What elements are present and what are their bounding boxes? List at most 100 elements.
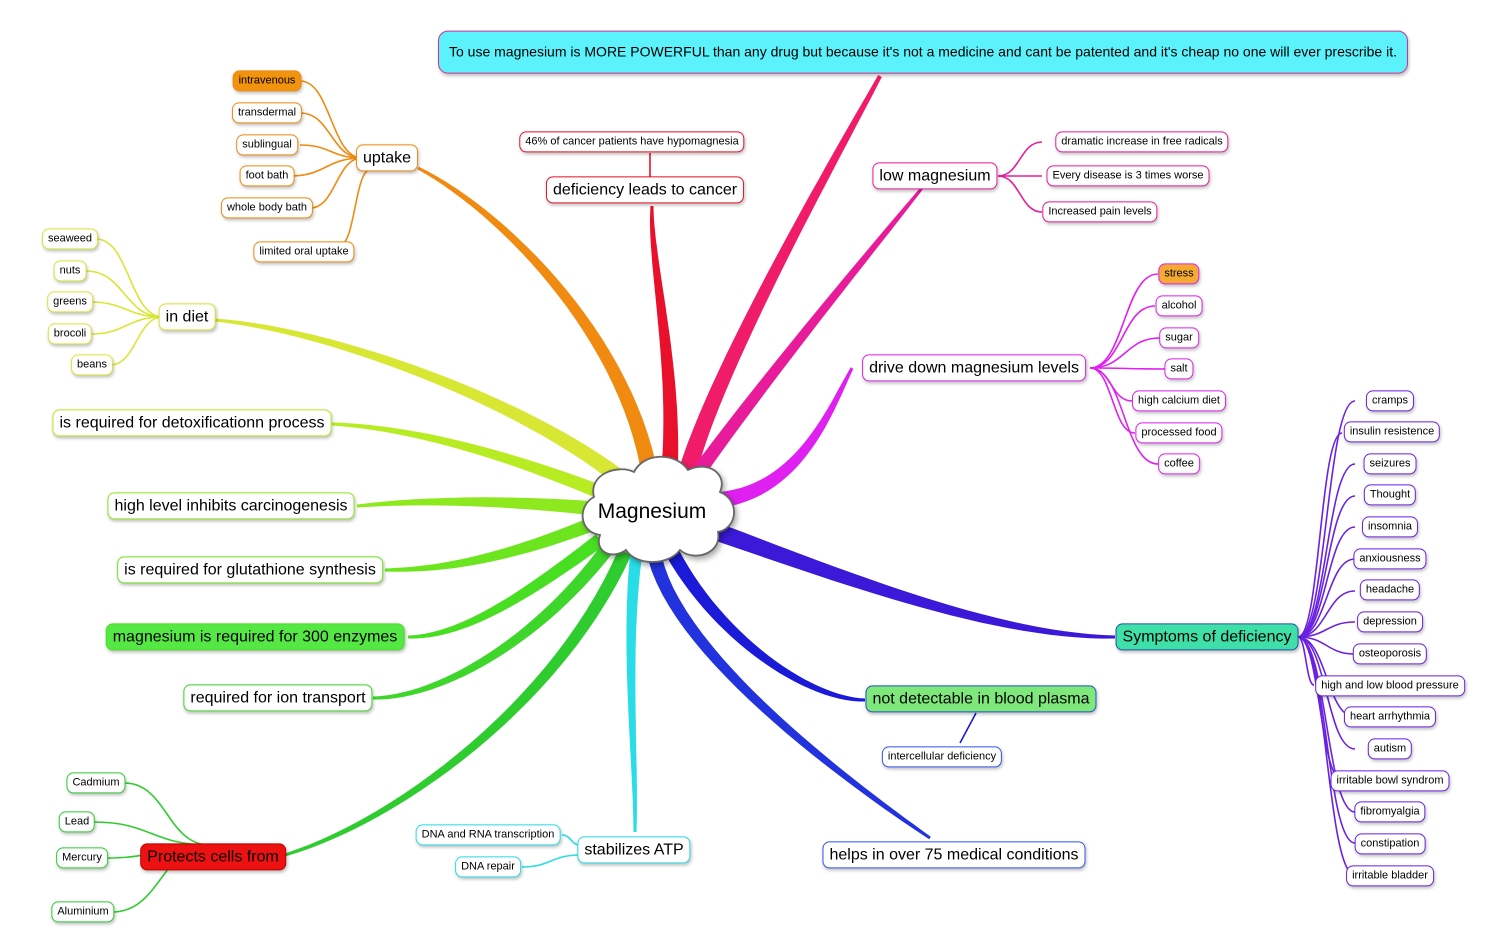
symptom-item-cramps[interactable]: cramps [1365,390,1415,412]
uptake-item-transdermal[interactable]: transdermal [231,102,303,124]
drive-item-salt[interactable]: salt [1164,358,1194,380]
node-300-enzymes[interactable]: magnesium is required for 300 enzymes [105,623,405,651]
connector-low-2 [997,175,1043,213]
connector-symptom-4 [1297,526,1356,638]
low-item-free-radicals[interactable]: dramatic increase in free radicals [1055,131,1229,153]
connector-symptom-9 [1297,636,1315,686]
connector-uptake-0 [299,80,363,159]
symptom-item-heart-arrhythmia[interactable]: heart arrhythmia [1343,706,1437,728]
connector-symptom-5 [1297,558,1356,638]
connector-diet-1 [85,270,164,318]
protects-item-lead[interactable]: Lead [58,811,96,833]
connector-symptom-0 [1297,400,1356,638]
uptake-item-intravenous[interactable]: intravenous [232,70,302,92]
node-glutathione-synthesis[interactable]: is required for glutathione synthesis [117,556,383,584]
protects-item-cadmium[interactable]: Cadmium [66,772,126,794]
drive-item-stress[interactable]: stress [1158,263,1200,285]
node-75-medical-conditions[interactable]: helps in over 75 medical conditions [822,841,1086,869]
symptom-item-depression[interactable]: depression [1357,611,1423,633]
node-detoxification[interactable]: is required for detoxificationn process [52,409,332,437]
diet-item-greens[interactable]: greens [47,291,93,313]
uptake-item-sublingual[interactable]: sublingual [236,134,298,156]
branch-plasma [665,548,865,702]
low-item-disease-3-times-worse[interactable]: Every disease is 3 times worse [1046,165,1210,187]
connector-diet-0 [95,238,164,318]
symptom-item-insulin-resistence[interactable]: insulin resistence [1343,421,1441,443]
branch-diet [214,318,625,485]
node-low-magnesium[interactable]: low magnesium [872,162,998,190]
branch-cancer [650,205,679,463]
drive-item-high-calcium-diet[interactable]: high calcium diet [1132,390,1226,412]
connector-uptake-4 [309,157,363,209]
branch-carcinogenesis [356,497,591,515]
symptom-item-anxiousness[interactable]: anxiousness [1353,548,1427,570]
connector-plasma-0 [959,712,977,744]
connector-symptom-8 [1297,636,1356,655]
node-protects-cells-from[interactable]: Protects cells from [140,843,286,871]
branch-low [694,187,924,475]
symptom-item-constipation[interactable]: constipation [1354,833,1426,855]
connector-symptom-6 [1297,590,1356,638]
diet-item-beans[interactable]: beans [71,354,113,376]
symptom-item-autism[interactable]: autism [1367,738,1413,760]
connector-symptom-7 [1297,621,1356,638]
uptake-item-foot-bath[interactable]: foot bath [239,165,295,187]
atp-item-dna-rna-transcription[interactable]: DNA and RNA transcription [415,824,561,846]
low-item-increased-pain-levels[interactable]: Increased pain levels [1042,201,1158,223]
connector-drive-6 [1089,367,1159,465]
connector-symptom-15 [1297,636,1356,876]
symptom-item-headache[interactable]: headache [1359,579,1421,601]
diet-item-seaweed[interactable]: seaweed [41,228,99,250]
node-in-diet[interactable]: in diet [158,303,216,331]
node-cancer-patients-hypomagnesia[interactable]: 46% of cancer patients have hypomagnesia [519,131,745,153]
central-cloud-shape [581,455,735,563]
atp-item-dna-repair[interactable]: DNA repair [455,856,521,878]
connector-uptake-3 [289,157,363,177]
connector-protects-0 [123,782,211,846]
symptom-item-insomnia[interactable]: insomnia [1361,516,1419,538]
branch-top-note [679,75,882,473]
drive-item-sugar[interactable]: sugar [1159,327,1199,349]
node-ion-transport[interactable]: required for ion transport [183,684,373,712]
branch-symptoms [708,521,1115,639]
connector-diet-3 [89,316,164,335]
branch-ion-transport [373,540,616,700]
protects-item-aluminium[interactable]: Aluminium [51,901,115,923]
node-drive-down-magnesium-levels[interactable]: drive down magnesium levels [862,354,1086,382]
uptake-item-whole-body-bath[interactable]: whole body bath [220,197,314,219]
symptom-item-fibromyalgia[interactable]: fibromyalgia [1354,801,1426,823]
node-deficiency-leads-to-cancer[interactable]: deficiency leads to cancer [545,176,745,204]
node-uptake[interactable]: uptake [355,144,419,172]
node-not-detectable-blood-plasma[interactable]: not detectable in blood plasma [865,685,1097,713]
connector-uptake-5 [339,169,371,246]
connector-uptake-1 [299,112,363,159]
symptom-item-osteoporosis[interactable]: osteoporosis [1352,643,1428,665]
diet-item-nuts[interactable]: nuts [53,260,87,282]
symptom-item-thought[interactable]: Thought [1363,484,1417,506]
connector-diet-2 [89,301,164,318]
connector-drive-5 [1089,367,1136,434]
node-inhibits-carcinogenesis[interactable]: high level inhibits carcinogenesis [107,492,355,520]
drive-item-coffee[interactable]: coffee [1158,453,1200,475]
plasma-item-intercellular-deficiency[interactable]: intercellular deficiency [881,746,1003,768]
symptom-item-irritable-bowl-syndrom[interactable]: irritable bowl syndrom [1330,770,1450,792]
symptom-item-irritable-bladder[interactable]: irritable bladder [1346,865,1434,887]
protects-item-mercury[interactable]: Mercury [56,847,108,869]
connector-diet-4 [109,316,164,366]
central-topic-magnesium[interactable]: Magnesium [597,500,707,523]
node-stabilizes-atp[interactable]: stabilizes ATP [577,836,691,864]
symptom-item-seizures[interactable]: seizures [1363,453,1417,475]
drive-item-alcohol[interactable]: alcohol [1155,295,1203,317]
symptom-item-blood-pressure[interactable]: high and low blood pressure [1315,675,1465,697]
connector-low-0 [997,141,1043,177]
diet-item-brocoli[interactable]: brocoli [47,323,93,345]
drive-item-processed-food[interactable]: processed food [1135,422,1223,444]
uptake-item-limited-oral-uptake[interactable]: limited oral uptake [253,241,355,263]
connector-drive-2 [1089,337,1161,369]
branch-atp [626,555,642,832]
top-note-powerful-statement[interactable]: To use magnesium is MORE POWERFUL than a… [438,30,1408,74]
node-symptoms-of-deficiency[interactable]: Symptoms of deficiency [1115,623,1299,651]
connector-drive-3 [1089,367,1166,370]
branch-300-enzymes [408,534,605,639]
